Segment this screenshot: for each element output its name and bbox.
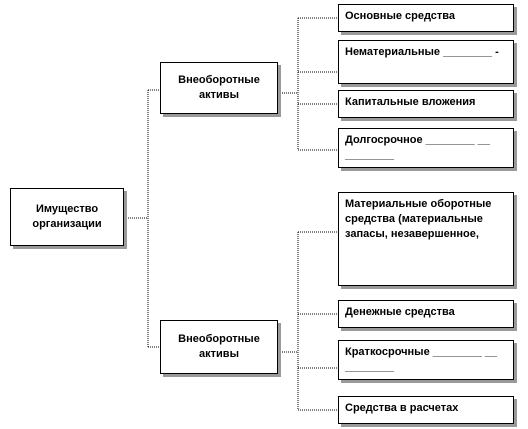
leaf-label: Капитальные вложения <box>345 96 476 108</box>
leaf-label: Средства в расчетах <box>345 402 459 414</box>
leaf-label: Основные средства <box>345 10 456 22</box>
leaf-fixed-assets: Основные средства <box>338 4 514 32</box>
leaf-receivables: Средства в расчетах <box>338 396 514 424</box>
group-node-2: Внеоборотные активы <box>160 320 278 374</box>
leaf-intangible-assets: Нематериальные ________ - <box>338 40 514 84</box>
root-label: Имущество организации <box>32 203 102 230</box>
group-node-1: Внеоборотные активы <box>160 62 278 114</box>
leaf-short-term-investments: Краткосрочные ________ __ ________ <box>338 340 514 380</box>
leaf-cash: Денежные средства <box>338 300 514 328</box>
leaf-label: Нематериальные ________ - <box>345 46 499 58</box>
leaf-material-current-assets: Материальные оборотные средства (материа… <box>338 192 514 286</box>
leaf-label: Долгосрочное ________ __ ________ <box>345 134 490 161</box>
root-node: Имущество организации <box>10 188 124 246</box>
leaf-label: Краткосрочные ________ __ ________ <box>345 346 497 373</box>
leaf-label: Денежные средства <box>345 306 455 318</box>
leaf-capital-investments: Капитальные вложения <box>338 90 514 118</box>
leaf-long-term-investments: Долгосрочное ________ __ ________ <box>338 128 514 168</box>
group-label-1: Внеоборотные активы <box>178 74 260 101</box>
leaf-label: Материальные оборотные средства (материа… <box>345 198 492 240</box>
group-label-2: Внеоборотные активы <box>178 333 260 360</box>
